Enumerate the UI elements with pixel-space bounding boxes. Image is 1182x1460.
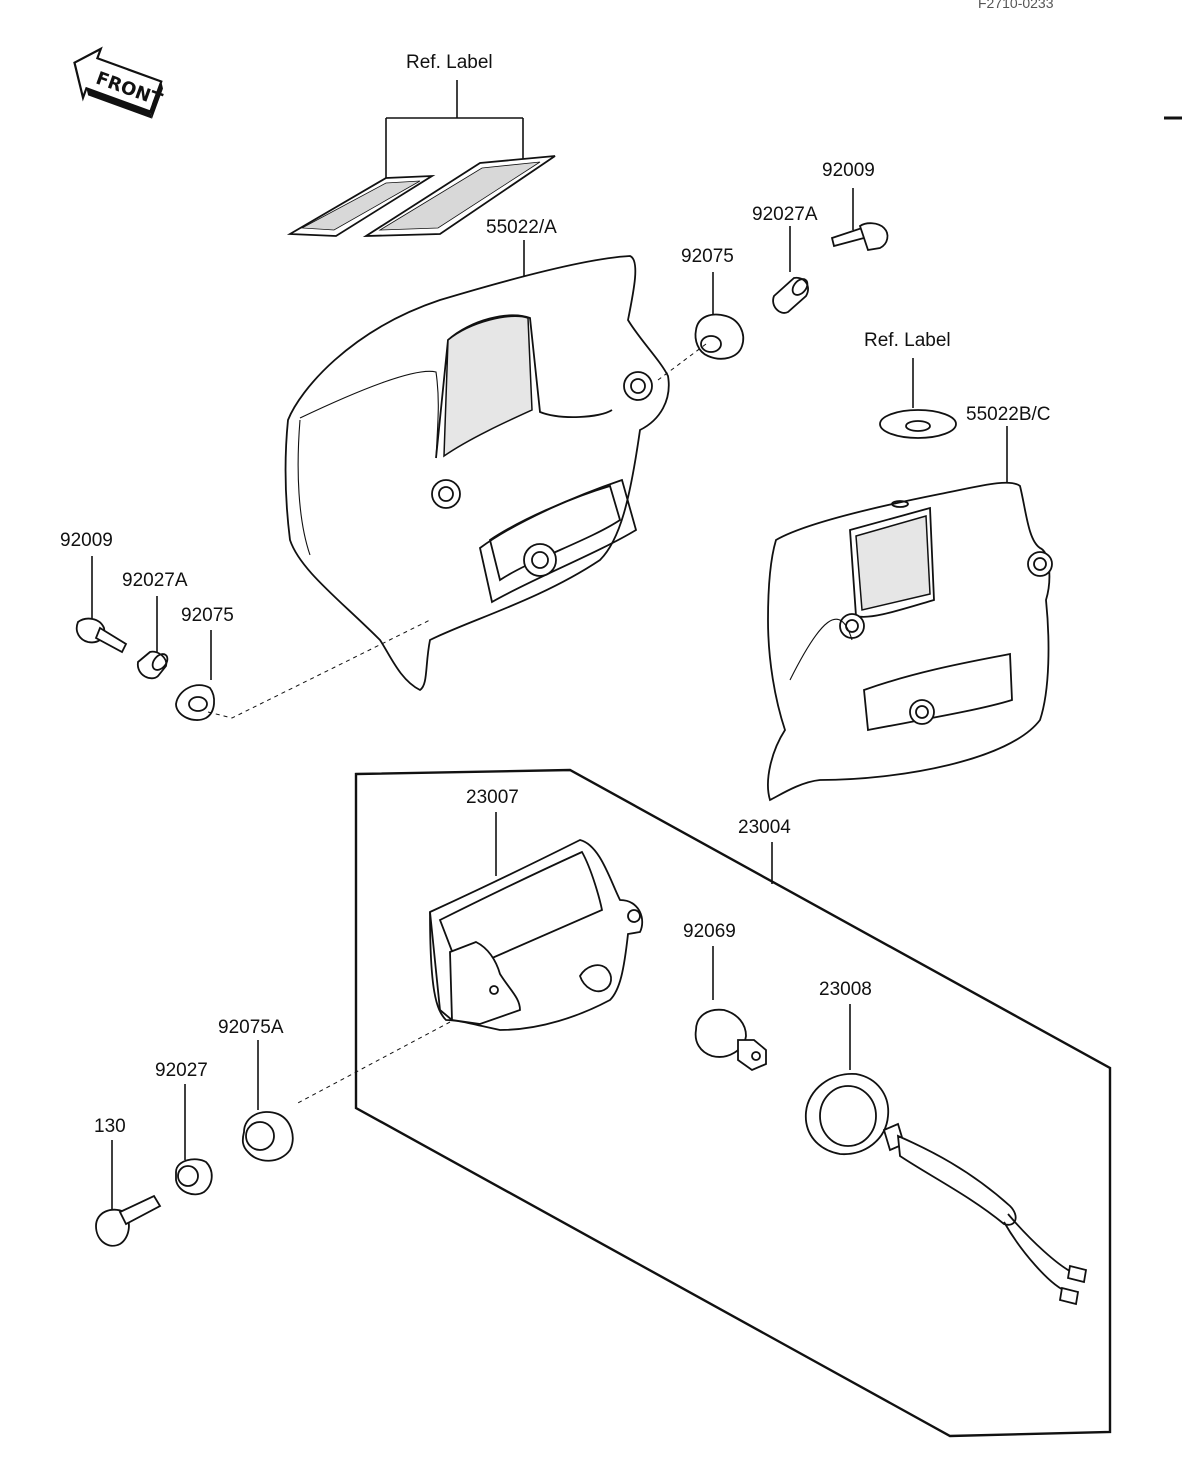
label-23008: 23008 <box>819 979 872 1000</box>
corner-ref: F2710-0233 <box>978 0 1054 11</box>
label-92027: 92027 <box>155 1060 208 1081</box>
reflector-label-large <box>362 155 556 237</box>
tail-light-housing-23007 <box>429 812 644 1031</box>
grommet-92075-left <box>175 630 215 721</box>
collar-92027a-top <box>772 226 809 314</box>
ref-label-bracket <box>385 80 524 183</box>
bolt-92009-left <box>75 556 128 654</box>
collar-92027a-left <box>137 596 169 680</box>
headlight-cover-bc <box>767 426 1053 802</box>
label-23007: 23007 <box>466 787 519 808</box>
label-92009-top: 92009 <box>822 160 875 181</box>
grommet-92075a <box>241 1040 294 1162</box>
leader-dash-left <box>207 619 431 719</box>
label-130: 130 <box>94 1116 126 1137</box>
bolt-130 <box>95 1140 162 1247</box>
label-92009-left: 92009 <box>60 530 113 551</box>
label-ref-label-right: Ref. Label <box>864 330 951 351</box>
assembly-23004-outline <box>354 768 1112 1438</box>
label-55022a: 55022/A <box>486 217 557 238</box>
leader-dash-top <box>657 343 707 381</box>
leader-dash-bottom <box>295 1021 451 1105</box>
front-arrow-icon: FRONT <box>73 46 166 119</box>
reflector-label-small <box>286 174 436 237</box>
label-55022bc: 55022B/C <box>966 404 1051 425</box>
label-92075a: 92075A <box>218 1017 284 1038</box>
collar-92027 <box>175 1084 213 1196</box>
label-92075-top: 92075 <box>681 246 734 267</box>
label-92027a-left: 92027A <box>122 570 188 591</box>
bolt-92009-top <box>830 188 889 252</box>
bulb-92069 <box>694 946 767 1072</box>
label-92075-left: 92075 <box>181 605 234 626</box>
label-92027a-top: 92027A <box>752 204 818 225</box>
label-23004: 23004 <box>738 817 791 838</box>
headlight-cover-a <box>284 240 670 692</box>
grommet-92075-top <box>694 272 745 360</box>
ref-label-ignition <box>879 358 957 439</box>
label-92069: 92069 <box>683 921 736 942</box>
label-ref-label-top: Ref. Label <box>406 52 493 73</box>
socket-23008 <box>805 1004 1088 1306</box>
